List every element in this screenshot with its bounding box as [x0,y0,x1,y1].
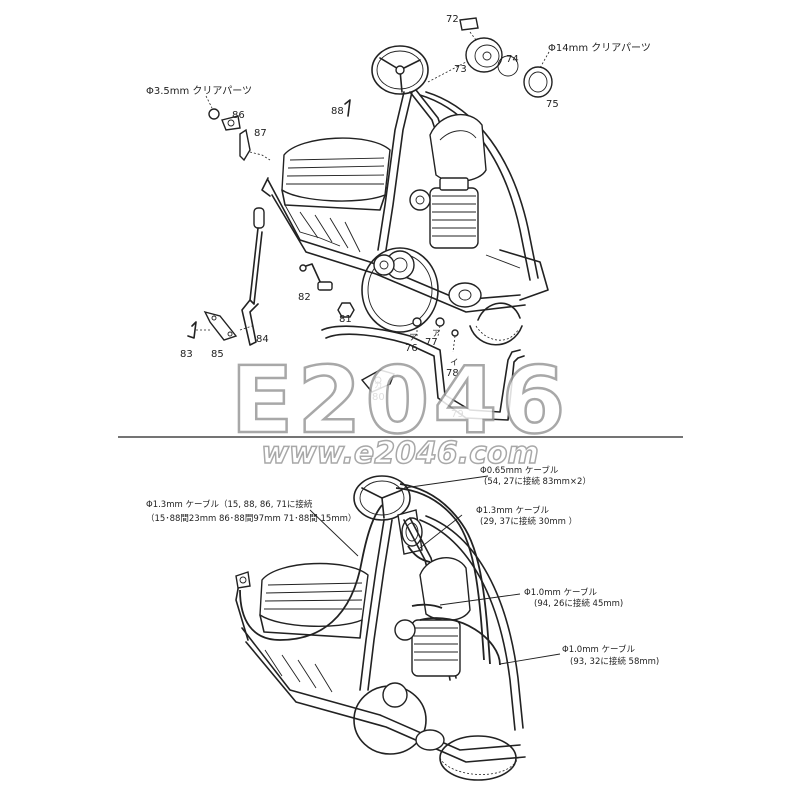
leader-lines [309,475,561,665]
headlight-assembly [427,17,553,98]
cable-1-3mm-front [407,545,431,563]
bottom-assembled-view: Φ1.3mm ケーブル（15, 88, 86, 71に接続 （15･88間23m… [146,465,659,781]
mark-a-2: ア [432,329,441,339]
label-82: 82 [298,292,311,303]
steering-wheel [371,45,429,95]
label-87: 87 [254,128,267,139]
label-74: 74 [506,54,519,65]
cable-1-0mm-upper [411,603,443,609]
part-75-rim [523,66,553,98]
mark-i: イ [450,358,459,368]
fuel-tank-assembled [419,557,471,621]
note-cable-1-3mm-front-line2: (29, 37に接続 30mm ） [480,516,577,527]
rear-wheel [361,247,482,333]
cable-0-65mm [395,487,485,661]
watermark-logo: E2046 [231,347,570,454]
label-86: 86 [232,110,245,121]
mark-ka: カ [374,381,383,391]
label-clear-3-5mm: Φ3.5mm クリアパーツ [146,85,252,97]
label-83: 83 [180,349,193,360]
shift-lever-84 [187,207,265,346]
bolt-77 [435,317,445,327]
fuel-tank [429,113,487,183]
crank-82 [299,263,333,291]
note-cable-1-0mm-lower-line2: (93, 32に接続 58mm) [570,656,659,667]
label-79: 79 [451,409,464,420]
part-88 [344,99,351,117]
label-78: 78 [446,368,459,379]
note-cable-1-0mm-upper-line2: (94, 26に接続 45mm) [534,598,623,609]
watermark-url: www.e2046.com [261,436,539,471]
label-75: 75 [546,99,559,110]
label-76: 76 [405,343,418,354]
frame-assembled [235,515,526,763]
engine [409,177,479,249]
taillight-parts [205,95,351,162]
mark-a-1: ア [409,333,418,343]
note-cable-1-3mm-rear-line2: （15･88間23mm 86･88間97mm 71･88間 15mm） [146,513,356,524]
note-cable-1-3mm-front-line1: Φ1.3mm ケーブル [476,505,549,516]
label-81: 81 [339,314,352,325]
top-exploded-view: 72 73 74 75 Φ14mm クリアパーツ Φ3.5mm クリアパーツ 8… [146,14,651,421]
label-77: 77 [425,337,438,348]
part-87 [239,128,251,162]
watermark: E2046 www.e2046.com [229,346,570,472]
bolt-76 [412,317,422,327]
label-84: 84 [256,334,269,345]
note-cable-1-0mm-lower-line1: Φ1.0mm ケーブル [562,644,635,655]
steering-wheel-assembled [353,475,411,521]
label-72: 72 [446,14,459,25]
label-88: 88 [331,106,344,117]
note-cable-1-3mm-rear-line1: Φ1.3mm ケーブル（15, 88, 86, 71に接続 [146,499,313,510]
cable-1-3mm-rear [239,504,383,641]
seat-assembled [259,562,369,639]
nut-81 [337,302,355,318]
bolt-78 [451,329,459,337]
note-cable-0-65mm-line1: Φ0.65mm ケーブル [480,465,559,476]
engine-assembled [394,619,461,677]
note-cable-0-65mm-line2: (54, 27に接続 83mm×2） [484,476,591,487]
clear-lens-35 [208,108,220,120]
cables [239,483,501,666]
kickstand-80 [360,369,395,393]
exhaust-pipe-79 [321,325,525,421]
label-clear-14mm: Φ14mm クリアパーツ [548,42,651,54]
front-wheel [469,302,523,346]
taillight-assembled [235,571,251,589]
part-74-lens [497,55,519,77]
label-85: 85 [211,349,224,360]
part-72-bracket [459,17,479,31]
part-86 [221,115,241,131]
seat [281,137,391,211]
note-cable-1-0mm-upper-line1: Φ1.0mm ケーブル [524,587,597,598]
wheels-assembled [353,682,519,781]
cable-0-65mm-b [399,483,491,665]
label-73: 73 [454,64,467,75]
cable-1-0mm-lower [419,617,501,666]
label-80: 80 [372,392,385,403]
